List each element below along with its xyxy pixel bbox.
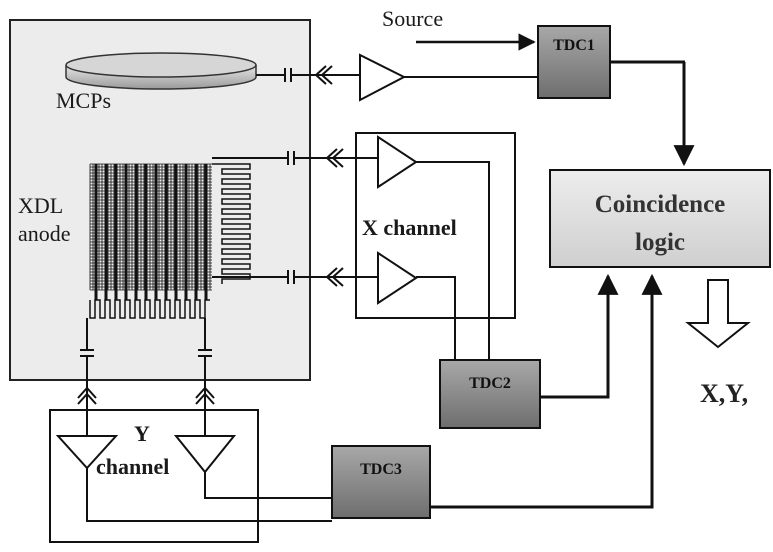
tdc1-box: TDC1 bbox=[537, 25, 611, 99]
x-channel-wiring bbox=[212, 148, 490, 362]
output-arrow-icon bbox=[685, 279, 751, 349]
anode-label: anode bbox=[18, 221, 71, 246]
xdl-anode-grid bbox=[89, 163, 251, 319]
y-amplifier-left-icon bbox=[55, 435, 119, 470]
mcp-signal-line bbox=[256, 65, 360, 85]
x-channel-label: X channel bbox=[362, 215, 457, 240]
y-channel-label-line1: Y bbox=[134, 421, 150, 446]
source-label: Source bbox=[382, 6, 443, 31]
y-channel-box bbox=[49, 409, 259, 543]
y-channel-wiring bbox=[77, 318, 332, 522]
tdc2-label: TDC2 bbox=[469, 375, 511, 392]
tdc3-box: TDC3 bbox=[331, 445, 431, 519]
mcps-label: MCPs bbox=[56, 88, 111, 113]
coincidence-logic-box: Coincidence logic bbox=[549, 169, 771, 268]
coincidence-label-line2: logic bbox=[635, 229, 685, 256]
tdc3-label: TDC3 bbox=[360, 461, 402, 478]
tdc3-to-coincidence-arrow bbox=[430, 273, 663, 509]
y-channel-label-line2: channel bbox=[96, 454, 169, 479]
x-amplifier-bottom-icon bbox=[377, 251, 418, 305]
mcp-disc bbox=[65, 52, 257, 90]
x-amplifier-top-icon bbox=[377, 135, 418, 189]
y-amplifier-right-icon bbox=[173, 435, 237, 474]
tdc1-label: TDC1 bbox=[553, 37, 595, 54]
tdc2-box: TDC2 bbox=[439, 359, 541, 429]
mcp-amplifier-icon bbox=[359, 53, 407, 102]
coincidence-label-line1: Coincidence bbox=[595, 191, 726, 218]
x-channel-box bbox=[355, 132, 516, 319]
tdc2-to-coincidence-arrow bbox=[540, 273, 619, 399]
output-label: X,Y, bbox=[700, 379, 748, 408]
xdl-label: XDL bbox=[18, 193, 63, 218]
